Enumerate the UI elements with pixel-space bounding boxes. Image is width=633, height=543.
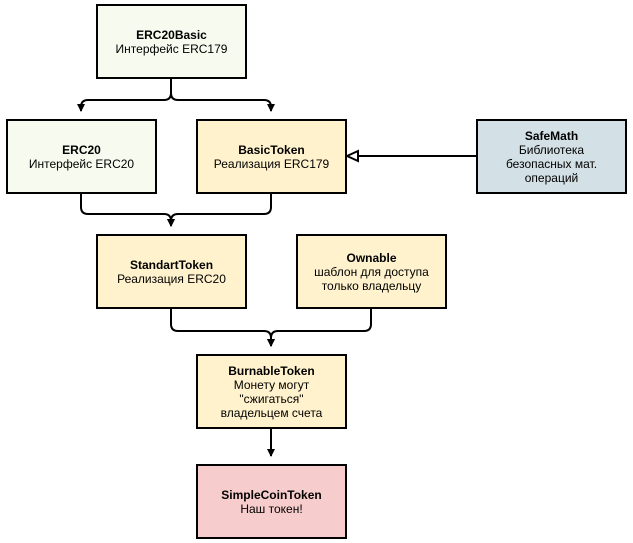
node-title: ERC20Basic xyxy=(136,27,207,42)
edge-standarttoken-to-burnabletoken xyxy=(170,309,275,347)
node-description: Наш токен! xyxy=(240,501,303,516)
node-description: Реализация ERC179 xyxy=(213,156,330,171)
node-ownable: Ownable шаблон для доступа только владел… xyxy=(296,234,447,309)
node-description: Интерфейс ERC20 xyxy=(28,156,135,171)
edge-erc20-to-standarttoken xyxy=(80,194,175,227)
edge-basictoken-to-standarttoken xyxy=(167,194,272,227)
node-standarttoken: StandartToken Реализация ERC20 xyxy=(96,234,247,309)
node-burnabletoken: BurnableToken Монету могут "сжигаться" в… xyxy=(196,354,347,429)
edge-erc20basic-to-erc20 xyxy=(77,79,172,112)
edge-erc20basic-to-basictoken xyxy=(170,79,275,112)
node-title: StandartToken xyxy=(129,257,214,272)
node-erc20: ERC20 Интерфейс ERC20 xyxy=(6,119,157,194)
node-description: Библиотека безопасных мат. операций xyxy=(505,142,598,185)
node-simplecointoken: SimpleCoinToken Наш токен! xyxy=(196,464,347,539)
node-title: BurnableToken xyxy=(228,363,315,378)
node-title: BasicToken xyxy=(238,142,305,157)
node-description: шаблон для доступа только владельцу xyxy=(314,264,429,293)
hollow-arrowhead xyxy=(344,149,359,163)
node-title: SafeMath xyxy=(524,128,579,143)
node-description: Реализация ERC20 xyxy=(117,271,226,286)
node-erc20basic: ERC20Basic Интерфейс ERC179 xyxy=(96,4,247,79)
edge-ownable-to-burnabletoken xyxy=(267,309,372,347)
node-title: SimpleCoinToken xyxy=(221,487,322,502)
node-title: ERC20 xyxy=(62,142,101,157)
node-safemath: SafeMath Библиотека безопасных мат. опер… xyxy=(476,119,627,194)
node-description: Интерфейс ERC179 xyxy=(115,41,228,56)
node-description: Монету могут "сжигаться" владельцем счет… xyxy=(220,377,323,420)
node-title: Ownable xyxy=(346,250,397,265)
node-basictoken: BasicToken Реализация ERC179 xyxy=(196,119,347,194)
